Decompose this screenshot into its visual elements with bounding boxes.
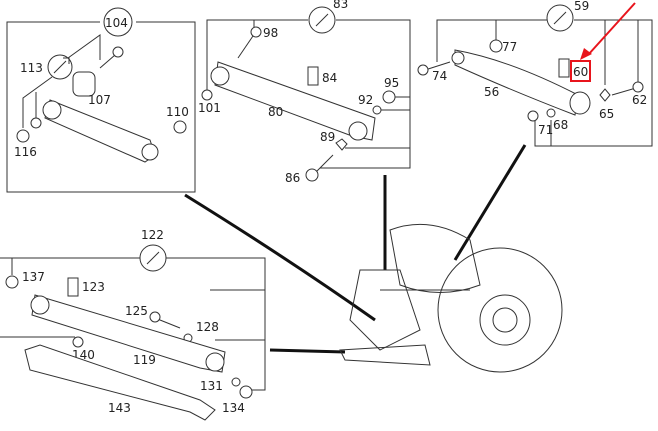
- bushing-part: [558, 58, 570, 78]
- part-label[interactable]: 71: [538, 123, 553, 137]
- part-label[interactable]: 77: [502, 40, 517, 54]
- bushing-part: [307, 66, 319, 86]
- part-label[interactable]: 59: [574, 0, 589, 13]
- part-label[interactable]: 68: [553, 118, 568, 132]
- bushing-part: [72, 71, 96, 97]
- part-label[interactable]: 104: [105, 16, 128, 30]
- part-label[interactable]: 98: [263, 26, 278, 40]
- part-label[interactable]: 89: [320, 130, 335, 144]
- part-label[interactable]: 122: [141, 228, 164, 242]
- part-label[interactable]: 131: [200, 379, 223, 393]
- part-label[interactable]: 95: [384, 76, 399, 90]
- group-ref-circle: [103, 7, 133, 37]
- control-arm-part: [44, 99, 156, 163]
- part-label[interactable]: 56: [484, 85, 499, 99]
- highlight-box: [570, 60, 591, 82]
- part-label[interactable]: 86: [285, 171, 300, 185]
- part-label[interactable]: 119: [133, 353, 156, 367]
- control-arm-part: [454, 49, 579, 116]
- axle-assembly: [184, 144, 563, 373]
- part-label[interactable]: 74: [432, 69, 447, 83]
- part-label[interactable]: 101: [198, 101, 221, 115]
- part-label-highlighted[interactable]: 60: [573, 65, 588, 79]
- stabilizer-bar-part: [24, 344, 216, 421]
- group-59: 59 77 60 74 56 62 65 71 68: [417, 0, 653, 147]
- bushing-part: [67, 277, 79, 297]
- part-label[interactable]: 123: [82, 280, 105, 294]
- part-label[interactable]: 62: [632, 93, 647, 107]
- part-label[interactable]: 80: [268, 105, 283, 119]
- part-label[interactable]: 116: [14, 145, 37, 159]
- group-104: 104 113 107 110 116: [6, 7, 196, 193]
- part-label[interactable]: 128: [196, 320, 219, 334]
- part-label[interactable]: 107: [88, 93, 111, 107]
- part-label[interactable]: 113: [20, 61, 43, 75]
- part-label[interactable]: 92: [358, 93, 373, 107]
- part-label[interactable]: 143: [108, 401, 131, 415]
- part-label[interactable]: 65: [599, 107, 614, 121]
- part-label[interactable]: 137: [22, 270, 45, 284]
- part-label[interactable]: 134: [222, 401, 245, 415]
- part-label[interactable]: 83: [333, 0, 348, 11]
- group-83: 83 98 84 95 92 101 80 89 86: [198, 0, 411, 185]
- part-label[interactable]: 125: [125, 304, 148, 318]
- group-122: 122 137 123 125 128 140 119 131 134 143: [0, 228, 266, 421]
- part-label[interactable]: 110: [166, 105, 189, 119]
- part-label[interactable]: 84: [322, 71, 337, 85]
- arrow-icon: [587, 2, 636, 56]
